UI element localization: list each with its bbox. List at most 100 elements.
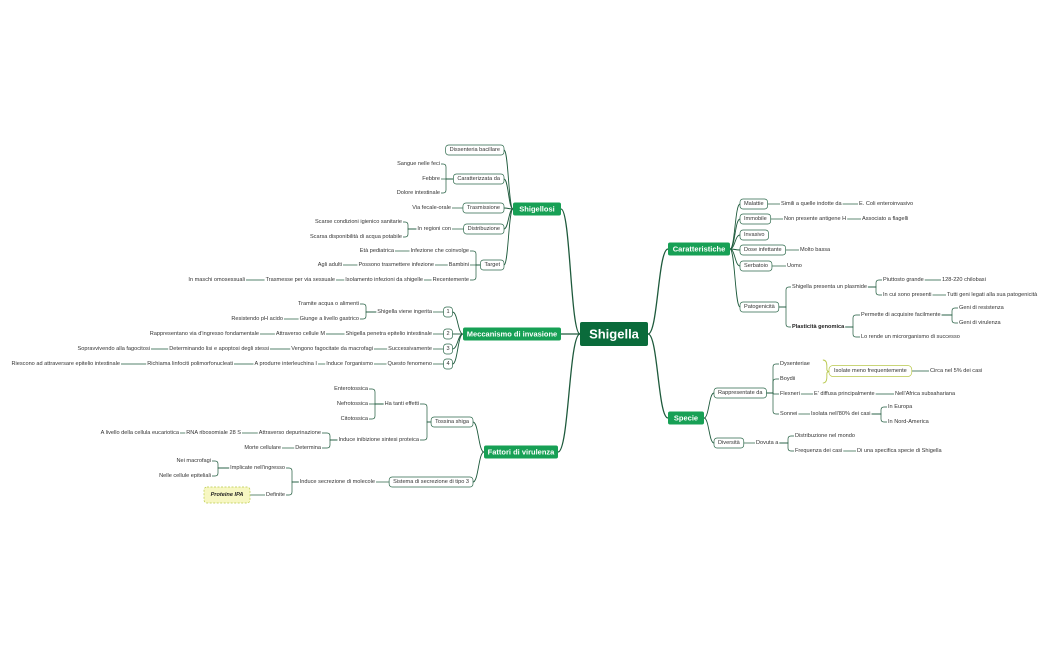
node-shi-tras[interactable]: Trasmesse per via sessuale [266,277,335,283]
node-shi-dol[interactable]: Dolore intestinale [397,190,440,196]
node-shi-rec[interactable]: Recentemente [433,277,469,283]
node-spe-nam[interactable]: In Nord-America [888,419,930,425]
node-mec-n3[interactable]: 3 [443,343,453,355]
node-fat-imp[interactable]: Implicate nell'ingresso [230,465,285,471]
node-car-incui[interactable]: In cui sono presenti [883,292,932,298]
node-spe-rap[interactable]: Rappresentate da [713,387,767,399]
node-fat-ent[interactable]: Enterotossica [334,386,369,392]
node-spe-eur[interactable]: In Europa [888,404,913,410]
node-shi-via[interactable]: Via fecale-orale [412,205,451,211]
node-fat-cit[interactable]: Citotossica [341,416,369,422]
node-car-mal[interactable]: Malattie [739,198,768,210]
node-spe-dov[interactable]: Dovuta a [756,440,779,446]
node-fat-ha[interactable]: Ha tanti effetti [385,401,419,407]
node-car-tut[interactable]: Tutti geni legati alla sua patogenicità [947,292,1038,298]
node-car-inv[interactable]: Invasivo [739,229,769,241]
node-shi-dis[interactable]: Dissenteria bacillare [445,144,505,156]
node-shi-eta[interactable]: Età pediatrica [360,248,395,254]
node-mec-tra[interactable]: Tramite acqua o alimenti [298,301,359,307]
node-car-pat[interactable]: Patogenicità [739,301,780,313]
node-fat-tox[interactable]: Tossina shiga [430,416,474,428]
node-car-plg[interactable]: Plasticità genomica [792,324,845,330]
node-mec-suc[interactable]: Successivamente [388,346,432,352]
node-car-non[interactable]: Non presente antigene H [784,216,846,222]
node-mec[interactable]: Meccanismo di invasione [463,327,561,341]
node-mec-ric[interactable]: Richiama linfociti polimorfonucleati [147,361,233,367]
node-spe-dys[interactable]: Dysenteriae [780,361,810,367]
node-fat-sis[interactable]: Sistema di secrezione di tipo 3 [388,476,474,488]
node-fat-liv[interactable]: A livello della cellula eucariotica [101,430,180,436]
node-shi-san[interactable]: Sangue nelle feci [397,161,440,167]
node-shi-tar[interactable]: Target [480,259,505,271]
node-mec-det[interactable]: Determinando lisi e apoptosi degli stess… [169,346,269,352]
node-car-mol[interactable]: Molto bassa [800,247,831,253]
node-car-imm[interactable]: Immobile [739,213,772,225]
node-fat-dep[interactable]: Attraverso depurinazione [259,430,321,436]
node-mec-sop[interactable]: Sopravvivendo alla fagocitosi [78,346,150,352]
node-shi-car[interactable]: Caratterizzata da [453,173,505,185]
node-mec-ind[interactable]: Induce l'organismo [326,361,373,367]
node-car-uom[interactable]: Uomo [787,263,802,269]
node-spe-dmo[interactable]: Distribuzione nel mondo [795,433,855,439]
node-shi-tra[interactable]: Trasmissione [462,202,505,214]
node-shi-sci[interactable]: Scarse condizioni igienico sanitarie [315,219,402,225]
node-spe-fle[interactable]: Flexneri [780,391,800,397]
node-spe[interactable]: Specie [668,411,704,425]
node-car-per[interactable]: Permette di acquisire facilmente [861,312,941,318]
node-car-gv[interactable]: Geni di virulenza [959,320,1002,326]
node-mec-que[interactable]: Questo fenomeno [388,361,432,367]
node-fat-mor[interactable]: Morte cellulare [244,445,281,451]
node-fat-rna[interactable]: RNA ribosomiale 28 S [186,430,241,436]
node-fat-epi[interactable]: Nelle cellule epiteliali [159,473,211,479]
node-fat-def[interactable]: Definite [266,492,285,498]
node-fat-det[interactable]: Determina [295,445,322,451]
node-car-kb[interactable]: 128-220 chilobasi [942,277,986,283]
node-shi-dist[interactable]: Distribuzione [463,223,505,235]
node-mec-pen[interactable]: Shigella penetra epitelio intestinale [346,331,432,337]
node-fat-mac[interactable]: Nei macrofagi [176,458,211,464]
node-mec-fag[interactable]: Vengono fagocitate da macrofagi [291,346,373,352]
node-shi-sca[interactable]: Scarsa disponibilità di acqua potabile [310,234,402,240]
node-mec-att[interactable]: Attraverso cellule M [276,331,325,337]
node-shi-adu[interactable]: Agli adulti [318,262,342,268]
node-mec-pro[interactable]: A produrre interleuchina I [254,361,317,367]
node-shi-feb[interactable]: Febbre [422,176,440,182]
node-shi-inr[interactable]: In regioni con [417,226,451,232]
node-car-sim[interactable]: Simili a quelle indotte da [781,201,843,207]
node-mec-rap[interactable]: Rappresentano via d'ingresso fondamental… [150,331,259,337]
node-shi-bam[interactable]: Bambini [449,262,469,268]
node-mec-n4[interactable]: 4 [443,358,453,370]
node-shi-mas[interactable]: In maschi omosessuali [188,277,245,283]
node-mec-vi[interactable]: Shigella viene ingerita [377,309,433,315]
node-shi-iso[interactable]: Isolamento infezioni da shigelle [345,277,423,283]
node-car-dos[interactable]: Dose infettante [739,244,786,256]
node-spe-afr[interactable]: Nell'Africa subsahariana [895,391,956,397]
node-car-pla[interactable]: Shigella presenta un plasmide [792,284,867,290]
node-car-lor[interactable]: Lo rende un microrganismo di successo [861,334,960,340]
node-fat[interactable]: Fattori di virulenza [484,445,558,459]
node-mec-rie[interactable]: Riescono ad attraversare epitelio intest… [11,361,120,367]
node-car-piu[interactable]: Piuttosto grande [883,277,924,283]
node-shi-pos[interactable]: Possono trasmettere infezione [358,262,434,268]
node-fat-ipa[interactable]: Proteine IPA [203,486,251,504]
node-spe-fre[interactable]: Frequenza dei casi [795,448,842,454]
node-fat-secr[interactable]: Induce secrezione di molecole [300,479,375,485]
node-car-ser[interactable]: Serbatoio [739,260,773,272]
node-spe-iso[interactable]: Isolate meno frequentemente [828,365,913,377]
node-shi-ic[interactable]: Infezione che coinvolge [411,248,469,254]
node-car-ass[interactable]: Associato a flagelli [862,216,908,222]
node-fat-inb[interactable]: Induce inibizione sintesi proteica [338,437,419,443]
node-central[interactable]: Shigella [580,322,648,346]
node-spe-son[interactable]: Sonnei [780,411,797,417]
node-spe-i80[interactable]: Isolata nell'80% dei casi [811,411,871,417]
node-car[interactable]: Caratteristiche [668,242,730,256]
node-spe-dif[interactable]: E' diffusa principalmente [814,391,875,397]
node-shi[interactable]: Shigellosi [513,202,561,216]
node-mec-giu[interactable]: Giunge a livello gastrico [300,316,359,322]
node-car-eco[interactable]: E. Coli enteroinvasivo [859,201,913,207]
node-spe-cir[interactable]: Circa nel 5% dei casi [930,368,982,374]
node-spe-spe[interactable]: Di una specifica specie di Shigella [857,448,942,454]
node-mec-n2[interactable]: 2 [443,328,453,340]
node-car-gr[interactable]: Geni di resistenza [959,305,1005,311]
node-spe-boy[interactable]: Boydii [780,376,795,382]
